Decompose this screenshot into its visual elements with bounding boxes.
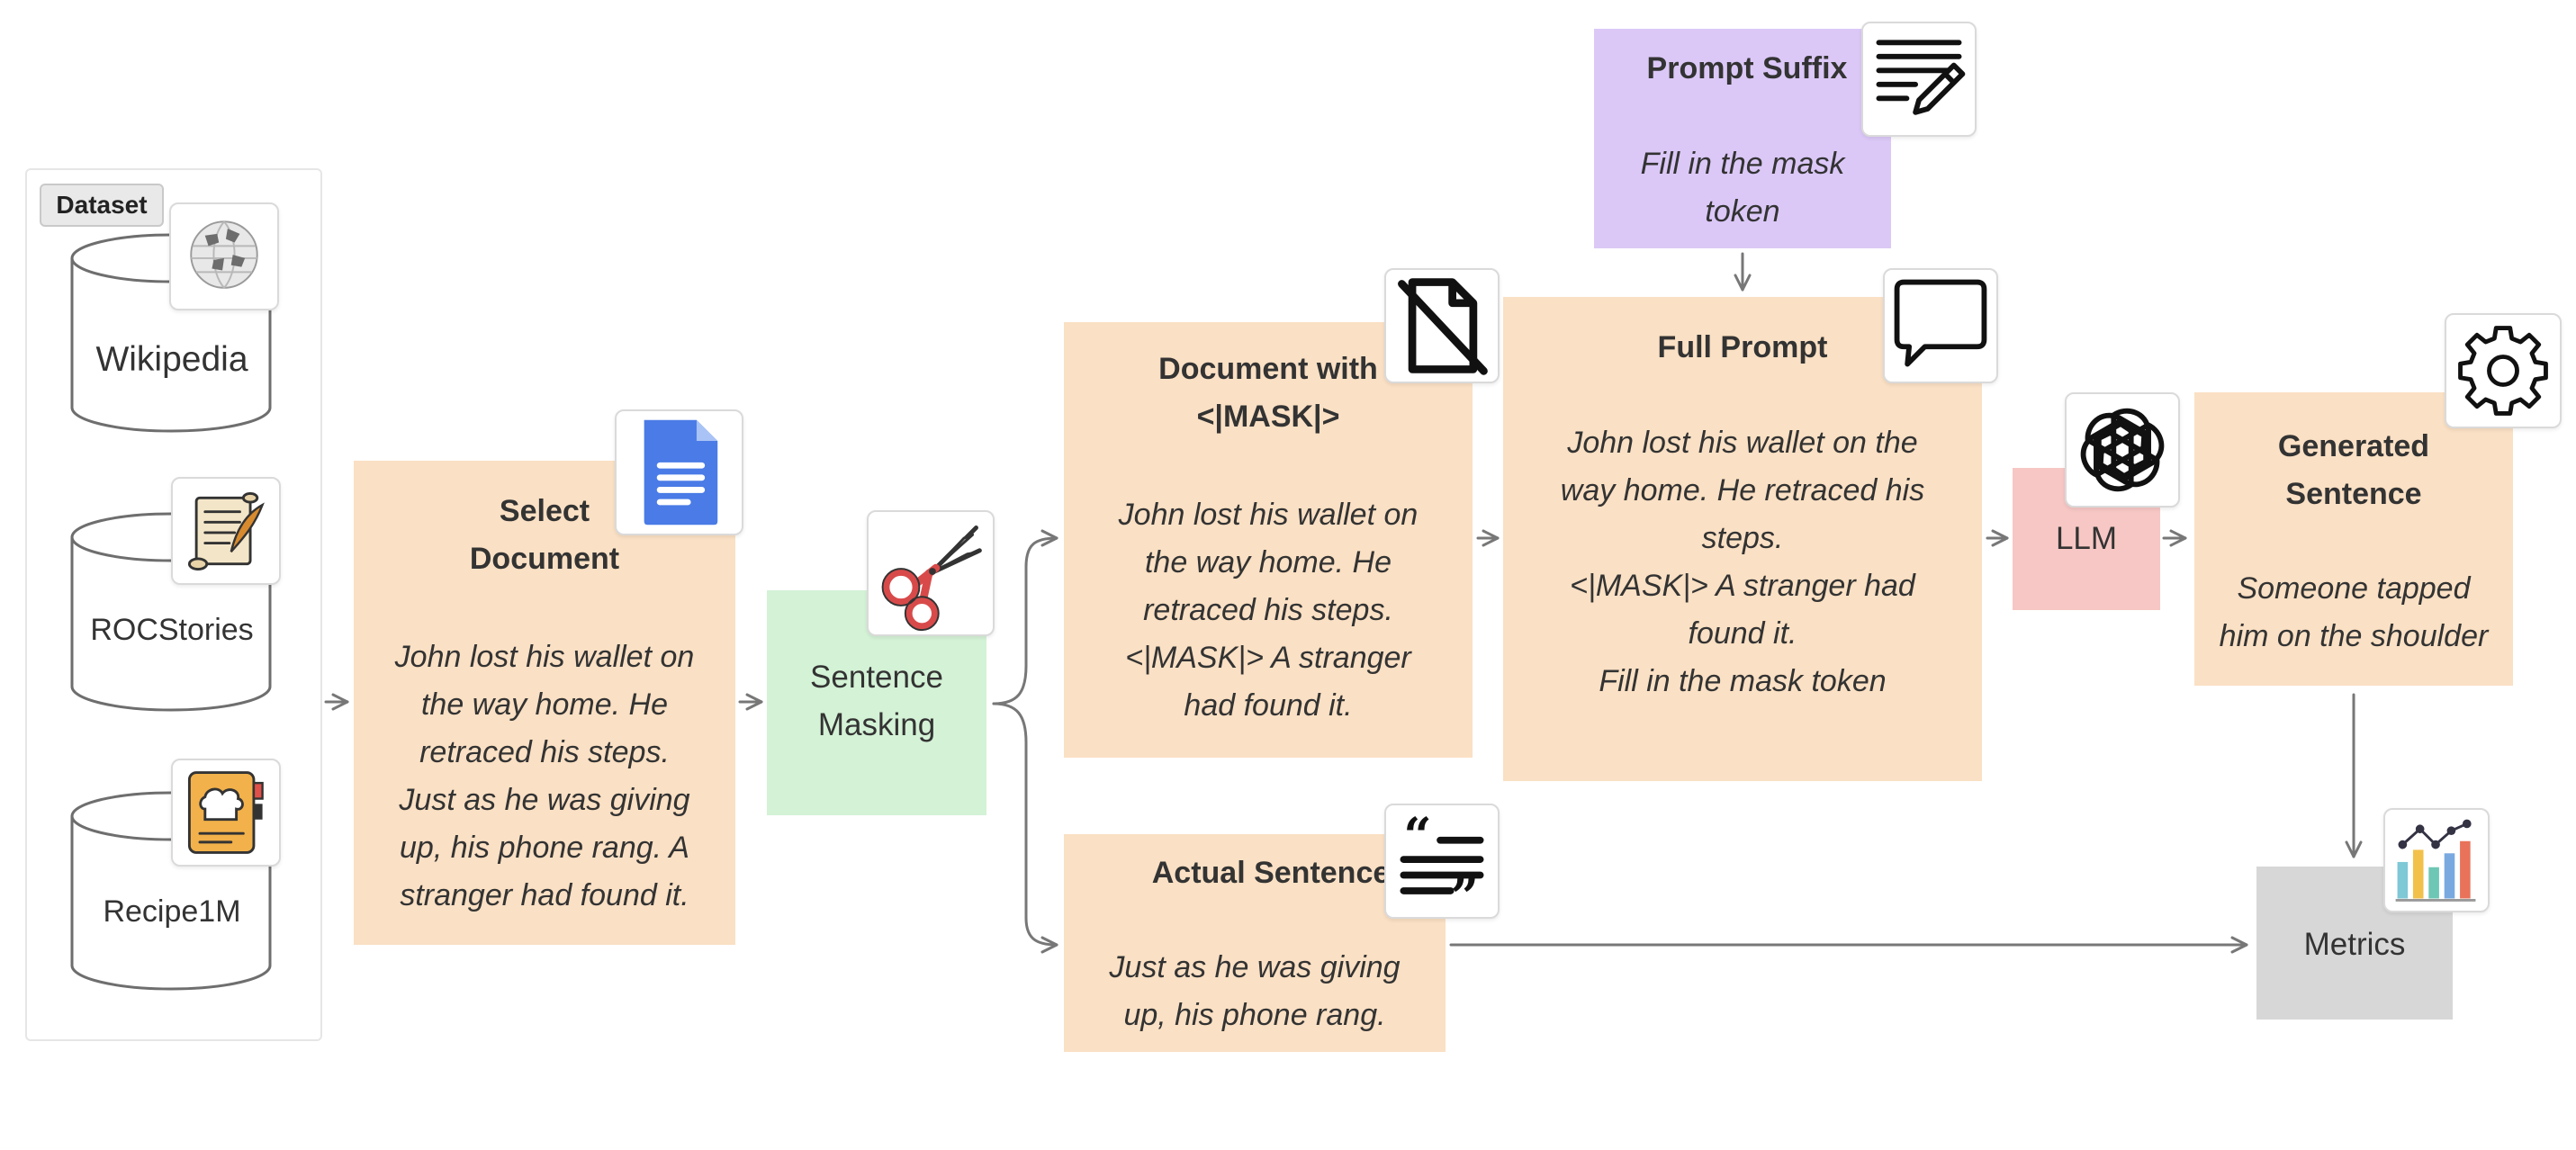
actual-sentence-text: Just as he was giving up, his phone rang… <box>1109 950 1401 1032</box>
crossed-document-icon <box>1384 268 1500 383</box>
recipe-book-icon <box>171 759 281 867</box>
bar-line-chart-icon <box>2383 808 2490 912</box>
prompt-suffix-box: Prompt Suffix Fill in the mask token <box>1594 29 1891 248</box>
document-with-mask-text: John lost his wallet on the way home. He… <box>1118 498 1419 723</box>
dataset-label-recipe1m: Recipe1M <box>103 894 241 929</box>
sentence-masking-label: Sentence Masking <box>810 660 943 742</box>
prompt-suffix-text: Fill in the mask token <box>1640 147 1845 229</box>
pencil-note-icon <box>1861 22 1977 137</box>
arrow-masking-branch <box>992 529 1058 705</box>
select-document-title: Select Document <box>469 494 620 576</box>
wikipedia-globe-icon <box>169 202 279 310</box>
speech-bubble-icon <box>1883 268 1998 383</box>
generated-sentence-text: Someone tapped him on the shoulder <box>2219 571 2489 653</box>
dataset-panel <box>25 168 322 1041</box>
quote-icon: “ ” <box>1384 804 1500 919</box>
full-prompt-title: Full Prompt <box>1657 330 1828 364</box>
svg-text:”: ” <box>1451 867 1479 917</box>
llm-label: LLM <box>2055 521 2118 556</box>
google-docs-icon <box>615 409 743 535</box>
metrics-label: Metrics <box>2303 927 2406 962</box>
svg-text:“: “ <box>1403 806 1431 864</box>
scroll-quill-icon <box>171 477 281 585</box>
select-document-text: John lost his wallet on the way home. He… <box>394 640 695 912</box>
generated-sentence-box: Generated Sentence Someone tapped him on… <box>2194 392 2513 686</box>
document-with-mask-box: Document with <|MASK|> John lost his wal… <box>1064 322 1473 758</box>
generated-sentence-title: Generated Sentence <box>2277 429 2430 511</box>
dataset-label-wikipedia: Wikipedia <box>95 340 248 379</box>
dataset-tag: Dataset <box>40 184 164 227</box>
arrow-masking-branch-lower <box>992 702 1058 954</box>
prompt-suffix-title: Prompt Suffix <box>1646 51 1848 85</box>
gear-icon <box>2445 313 2562 428</box>
openai-logo-icon <box>2065 392 2180 508</box>
actual-sentence-title: Actual Sentence <box>1151 856 1391 890</box>
actual-sentence-box: Actual Sentence Just as he was giving up… <box>1064 834 1446 1052</box>
select-document-box: Select Document John lost his wallet on … <box>354 461 735 945</box>
document-with-mask-title: Document with <|MASK|> <box>1158 352 1378 434</box>
scissors-icon <box>867 510 995 636</box>
full-prompt-text: John lost his wallet on the way home. He… <box>1560 426 1925 698</box>
dataset-label-rocstories: ROCStories <box>90 613 254 647</box>
